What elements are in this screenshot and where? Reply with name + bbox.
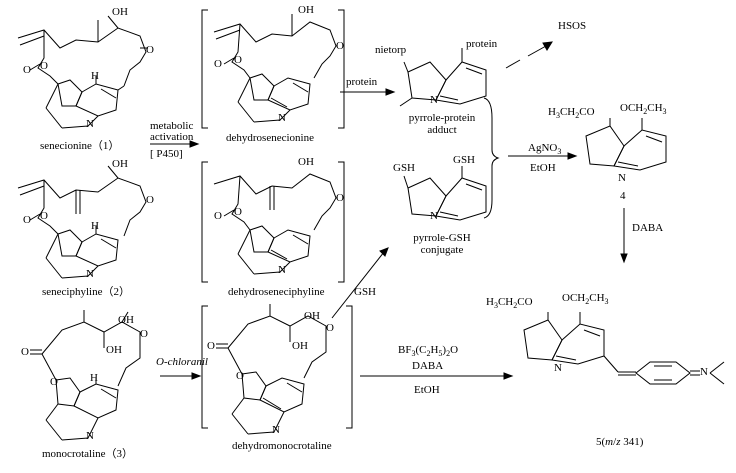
dehydromonocrotaline-structure [201,304,353,435]
reaction-arrows [150,41,628,380]
reagent-p450: [ P450] [150,148,183,160]
dehydromonocrotaline-oh-bottom: OH [292,340,308,352]
reagent-bf3: BF3(C2H5)2O [398,344,459,359]
dehydrosenecionine-o: O [336,40,344,52]
merge-brace [483,97,500,219]
seneciphyline-name: seneciphyline（2） [42,286,130,298]
seneciphyline-o-carbonyl: O [146,194,154,206]
dehydromonocrotaline-n: N [272,424,280,436]
pyrrole-gsh-structure [403,166,487,221]
dehydromonocrotaline-o-carbonyl: O [326,322,334,334]
seneciphyline-o-ester: O [40,210,48,222]
compound-4-n: N [618,172,626,184]
compound-5-h3ch2co: H3CH2CO [486,296,533,311]
monocrotaline-name: monocrotaline（3） [42,448,134,460]
senecionine-n: N [86,118,94,130]
dehydrosenecionine-n: N [278,112,286,124]
dehydromonocrotaline-o-keto: O [207,340,215,352]
seneciphyline-h: H [91,220,99,232]
dehydroseneciphyline-n: N [278,264,286,276]
compound-5-n: N [554,362,562,374]
seneciphyline-oh: OH [112,158,128,170]
pyrrole-protein-protein: protein [466,38,498,50]
pyrrole-protein-n: N [430,94,438,106]
dehydromonocrotaline-name: dehydromonocrotaline [232,440,332,452]
reagent-etoh-1: EtOH [530,162,556,174]
compound-5-och2ch3: OCH2CH3 [562,292,609,307]
compound-4-h3ch2co: H3CH2CO [548,106,595,121]
pyrrole-gsh-gsh-left: GSH [393,162,416,174]
dehydrosenecionine-oh: OH [298,4,314,16]
compound-5-n-dimethyl: N [700,366,708,378]
compound-4-structure [585,118,667,171]
dehydroseneciphyline-o2: O [214,210,222,222]
seneciphyline-n: N [86,268,94,280]
senecionine-structure [17,15,148,129]
senecionine-h: H [91,70,99,82]
pyrrole-gsh-name-2: conjugate [420,244,464,256]
pyrrole-protein-name-1: pyrrole-protein [408,112,476,124]
pyrrole-gsh-n: N [430,210,438,222]
senecionine-oh: OH [112,6,128,18]
reagent-etoh-2: EtOH [414,384,440,396]
monocrotaline-oh-top: OH [118,314,134,326]
senecionine-o-ester: O [40,60,48,72]
reagent-metabolic: metabolic [150,120,194,132]
dehydromonocrotaline-oh-top: OH [304,310,320,322]
compound-4-number: 4 [620,190,626,202]
compound-5-name: 5(m/z 341) [596,436,644,448]
outcome-hsos: HSOS [558,20,587,32]
dehydroseneciphyline-structure [201,161,345,283]
dehydroseneciphyline-o-ester: O [234,206,242,218]
dehydrosenecionine-structure [201,9,345,129]
pyrrole-protein-name-2: adduct [427,124,457,136]
seneciphyline-structure [17,165,147,279]
dehydrosenecionine-name: dehydrosenecionine [226,132,314,144]
pyrrole-protein-nietorp: nietorp [375,44,407,56]
reagent-gsh: GSH [354,286,377,298]
monocrotaline-oh-bottom: OH [106,344,122,356]
senecionine-o-carbonyl2: O [23,64,31,76]
senecionine-o-carbonyl: O [146,44,154,56]
senecionine-name: senecionine（1） [40,140,120,152]
reagent-daba: DABA [632,222,664,234]
dehydroseneciphyline-oh: OH [298,156,314,168]
seneciphyline-o-carbonyl2: O [23,214,31,226]
dehydrosenecionine-o-ester: O [234,54,242,66]
pyrrole-gsh-gsh-right: GSH [453,154,476,166]
monocrotaline-structure [30,310,141,441]
reagent-activation: activation [150,131,194,143]
compound-4-och2ch3: OCH2CH3 [620,102,667,117]
monocrotaline-o-carbonyl: O [140,328,148,340]
pyrrole-protein-structure [399,48,487,107]
reagent-agno3: AgNO3 [528,142,562,157]
monocrotaline-o-ester: O [50,376,58,388]
reagent-daba-2: DABA [412,360,444,372]
dehydroseneciphyline-name: dehydroseneciphyline [228,286,325,298]
monocrotaline-o-keto: O [21,346,29,358]
monocrotaline-h: H [90,372,98,384]
monocrotaline-n: N [86,430,94,442]
dehydroseneciphyline-o: O [336,192,344,204]
compound-5-structure [523,312,725,385]
pyrrole-gsh-name-1: pyrrole-GSH [413,232,471,244]
dehydromonocrotaline-o-ester: O [236,370,244,382]
reagent-protein: protein [346,76,378,88]
dehydrosenecionine-o2: O [214,58,222,70]
reagent-o-chloranil: O-chloranil [156,356,208,368]
